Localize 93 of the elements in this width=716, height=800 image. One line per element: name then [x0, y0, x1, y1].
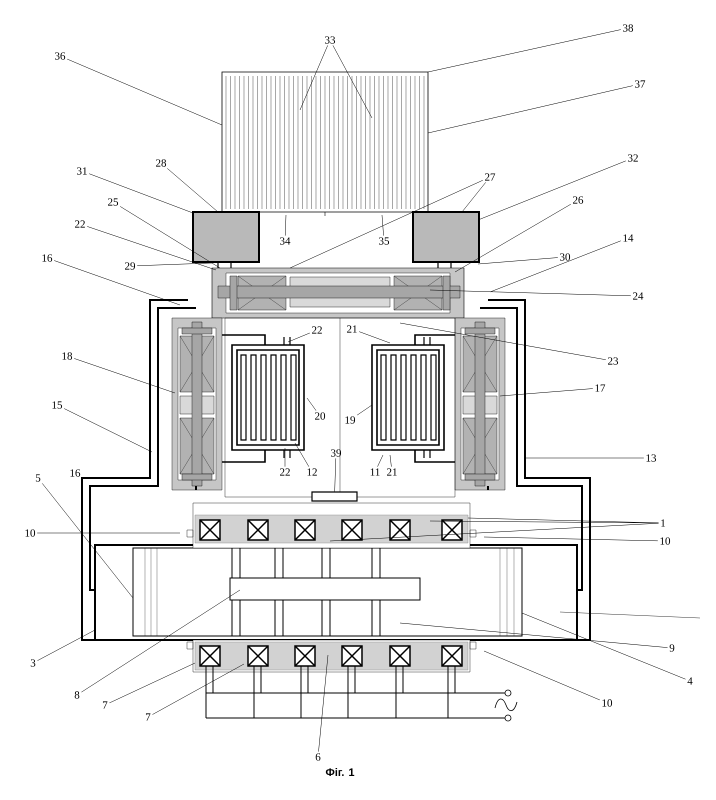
callout-number: 26 [573, 196, 584, 204]
callout-number: 19 [345, 416, 356, 424]
callout-number: 22 [312, 326, 322, 334]
callout-number: 38 [623, 24, 634, 32]
leader-line [109, 662, 196, 704]
callout-number: 15 [52, 401, 62, 409]
leader-line [428, 85, 634, 134]
callout-number: 12 [307, 468, 317, 476]
leader-line [484, 536, 658, 542]
leader-line [36, 532, 180, 534]
leader-line [290, 180, 484, 268]
callout-number: 11 [370, 468, 380, 476]
callout-number: 3 [30, 659, 36, 667]
leader-line [377, 454, 384, 467]
callout-number: 16 [42, 254, 52, 262]
callout-number: 30 [560, 253, 570, 261]
leader-line [356, 404, 372, 416]
leader-line [288, 332, 310, 342]
leader-line [284, 214, 286, 236]
callout-number: 25 [108, 198, 118, 206]
leader-line [478, 257, 558, 264]
leader-line [332, 45, 372, 118]
leader-line [400, 622, 668, 648]
leader-line [74, 358, 176, 394]
callout-number: 22 [75, 220, 85, 228]
leader-line [86, 226, 216, 270]
callout-number: 1 [661, 519, 666, 527]
callout-number: 7 [146, 713, 150, 721]
leader-line [306, 398, 316, 411]
callout-number: 5 [36, 474, 40, 482]
callout-number: 27 [485, 173, 496, 181]
callout-number: 39 [331, 449, 342, 457]
callout-number: 31 [77, 167, 87, 175]
leader-line [522, 612, 686, 680]
leader-line [382, 214, 384, 236]
leader-line [400, 322, 606, 360]
callout-number: 21 [347, 325, 357, 333]
leader-line [120, 206, 220, 268]
callout-number: 20 [315, 412, 326, 420]
leader-line [136, 262, 212, 266]
leader-line [330, 523, 659, 542]
callout-number: 35 [379, 237, 390, 245]
callout-number: 10 [26, 529, 36, 537]
callout-number: 23 [608, 357, 618, 365]
leader-line [490, 240, 622, 292]
leader-line [478, 160, 626, 220]
callout-number: 37 [635, 80, 646, 88]
callout-number: 13 [646, 454, 656, 462]
callout-number: 8 [74, 691, 80, 699]
leader-line [42, 483, 134, 598]
leader-line [88, 173, 194, 214]
callout-number: 22 [280, 468, 290, 476]
callout-number: 28 [156, 159, 166, 167]
callout-number: 14 [623, 234, 634, 242]
leader-line [500, 388, 594, 396]
leader-line [37, 630, 96, 661]
leader-line [284, 448, 286, 467]
callout-number: 9 [670, 644, 674, 652]
sensor-block [311, 491, 358, 502]
callout-number: 21 [387, 468, 397, 476]
figure-caption: Фіг. 1 [326, 768, 354, 776]
callout-number: 7 [102, 701, 108, 709]
callout-number: 17 [595, 384, 606, 392]
leader-line [318, 654, 328, 752]
leader-line [152, 664, 244, 715]
leader-line [358, 331, 390, 344]
leader-line [54, 260, 180, 306]
leader-line [66, 58, 222, 126]
callout-number: 16 [70, 469, 80, 477]
leader-line [167, 168, 218, 212]
callout-number: 29 [125, 262, 136, 270]
callout-number: 34 [280, 237, 290, 245]
leader-line [454, 204, 572, 272]
leader-line [81, 590, 240, 692]
callout-number: 36 [55, 52, 66, 60]
leader-line [430, 520, 659, 524]
callout-number: 6 [316, 753, 320, 761]
callout-number: 10 [602, 699, 612, 707]
leader-line [294, 442, 310, 467]
leader-line [300, 45, 328, 110]
leader-line [484, 650, 600, 700]
leader-line [428, 29, 622, 72]
leader-line [390, 454, 392, 467]
callout-number: 18 [62, 352, 72, 360]
leader-line [430, 290, 632, 296]
leader-line [462, 182, 486, 212]
callout-number: 32 [628, 154, 638, 162]
callout-number: 24 [633, 292, 644, 300]
callout-number: 4 [687, 677, 693, 685]
callout-number: 33 [325, 36, 336, 44]
leader-line [334, 458, 336, 492]
callout-number: 10 [660, 537, 670, 545]
leader-line [64, 408, 152, 452]
